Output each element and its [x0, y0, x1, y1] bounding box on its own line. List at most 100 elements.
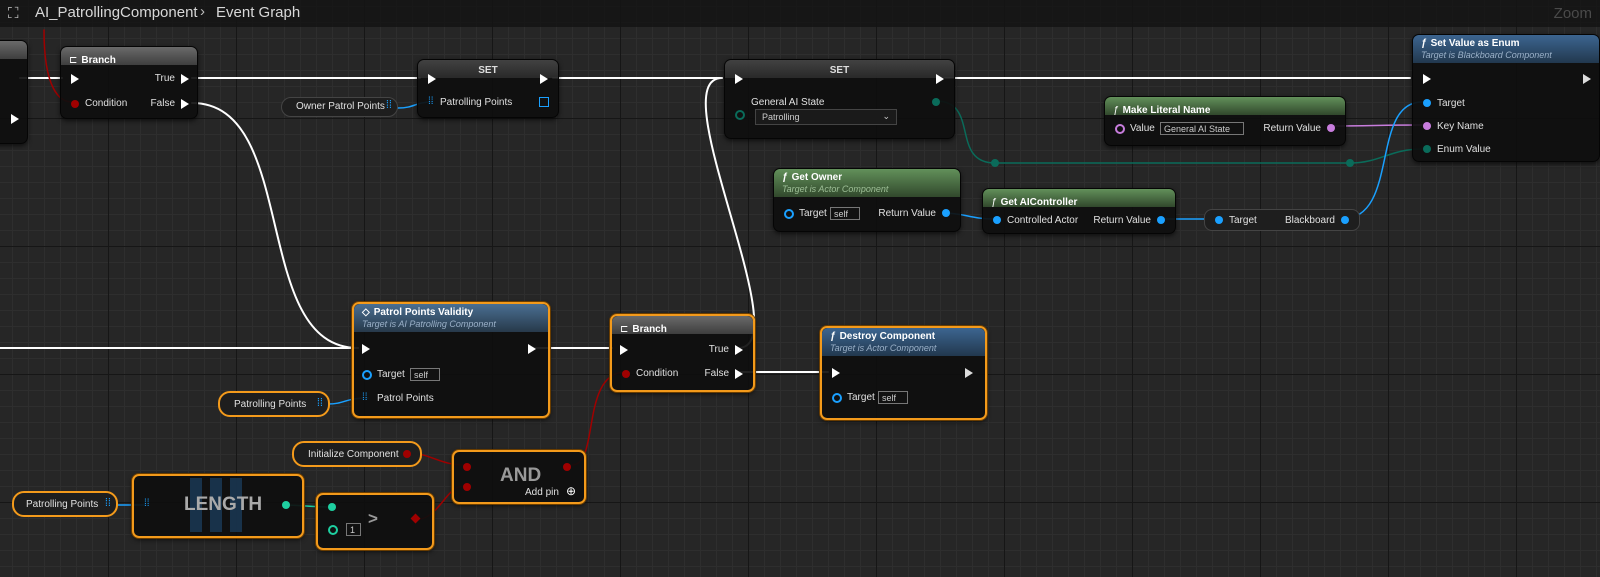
exec-out-pin[interactable] — [528, 344, 536, 354]
patrolling-points-variable-1[interactable]: Patrolling Points ⁞⁞ — [218, 391, 330, 417]
compare-value-field[interactable]: 1 — [346, 523, 361, 536]
key-name-pin[interactable] — [1423, 122, 1431, 130]
wire-reroute — [991, 159, 999, 167]
object-out-pin[interactable] — [942, 209, 950, 217]
breadcrumb-blueprint[interactable]: AI_PatrollingComponent — [35, 4, 198, 21]
int-out-pin[interactable] — [282, 501, 290, 509]
wire-reroute — [1346, 159, 1354, 167]
initialize-component-variable[interactable]: Initialize Component — [292, 441, 422, 467]
exec-out-pin[interactable] — [540, 74, 548, 84]
operator-label: > — [368, 509, 378, 528]
compare-value: 1 — [350, 525, 356, 535]
exec-in-pin[interactable] — [620, 345, 628, 355]
exec-in-pin[interactable] — [71, 74, 79, 84]
patrolling-points-variable-2[interactable]: Patrolling Points ⁞⁞ — [12, 491, 118, 517]
target-pin[interactable] — [1423, 99, 1431, 107]
name-out-pin[interactable] — [1327, 124, 1335, 132]
patrol-points-validity-node[interactable]: ◇Patrol Points Validity Target is AI Pat… — [352, 302, 550, 418]
true-exec-pin[interactable] — [181, 74, 189, 84]
condition-label: Condition — [636, 368, 679, 379]
target-pin[interactable] — [362, 370, 372, 380]
condition-pin[interactable] — [71, 100, 79, 108]
enum-in-pin[interactable] — [735, 110, 745, 120]
greater-than-node[interactable]: 1 > — [316, 493, 434, 550]
offscreen-node[interactable] — [0, 40, 28, 144]
exec-in-pin[interactable] — [832, 368, 840, 378]
array-grid-icon[interactable]: ⁞⁞ — [362, 392, 368, 403]
function-icon: ƒ — [830, 331, 836, 342]
exec-in-pin[interactable] — [428, 74, 436, 84]
self-text: self — [882, 393, 897, 403]
target-self-field[interactable]: self — [830, 207, 860, 220]
array-grid-icon — [190, 478, 246, 532]
target-pin[interactable] — [784, 209, 794, 219]
exec-out-pin[interactable] — [965, 368, 973, 378]
controlled-actor-pin[interactable] — [993, 216, 1001, 224]
variable-label: Patrolling Points — [234, 399, 307, 410]
ai-state-dropdown[interactable]: Patrolling ⌄ — [755, 109, 897, 125]
enum-value-pin[interactable] — [1423, 145, 1431, 153]
blueprint-graph-icon: ⛶ — [8, 5, 19, 22]
int-in-pin-a[interactable] — [328, 503, 336, 511]
false-label: False — [704, 368, 729, 379]
value-field[interactable]: General AI State — [1160, 122, 1244, 135]
object-out-pin[interactable] — [1157, 216, 1165, 224]
enum-out-pin[interactable] — [932, 98, 940, 106]
return-value-label: Return Value — [1093, 215, 1151, 226]
target-pin[interactable] — [832, 393, 842, 403]
bool-out-pin[interactable] — [563, 463, 571, 471]
target-label: Target — [1229, 215, 1257, 226]
node-title: Set Value as Enum — [1430, 38, 1520, 49]
patrolling-points-label: Patrolling Points — [440, 97, 513, 108]
target-pin[interactable] — [1215, 216, 1223, 224]
set-general-ai-state-node[interactable]: SET General AI State Patrolling ⌄ — [724, 59, 955, 139]
blackboard-out-pin[interactable] — [1341, 216, 1349, 224]
bool-out-pin[interactable] — [403, 450, 411, 458]
bool-in-pin-b[interactable] — [463, 483, 471, 491]
array-grid-icon: ⁞⁞ — [104, 497, 111, 509]
enum-value-label: Enum Value — [1437, 144, 1491, 155]
int-in-pin-b[interactable] — [328, 525, 338, 535]
length-node[interactable]: LENGTH ⁞⁞ — [132, 474, 304, 538]
exec-out-pin[interactable] — [936, 74, 944, 84]
set-patrolling-points-node[interactable]: SET ⁞⁞ Patrolling Points — [417, 59, 559, 118]
function-icon: ƒ — [1421, 38, 1427, 49]
value-pin[interactable] — [1115, 124, 1125, 134]
chevron-down-icon: ⌄ — [882, 111, 890, 121]
branch-node-1[interactable]: ⊏Branch True Condition False — [60, 46, 198, 119]
target-self-field[interactable]: self — [878, 391, 908, 404]
branch-icon: ⊏ — [69, 55, 78, 66]
add-pin-icon[interactable]: ⊕ — [566, 484, 577, 498]
branch-node-2[interactable]: ⊏Branch True Condition False — [610, 314, 755, 392]
array-grid-icon[interactable]: ⁞⁞ — [144, 498, 150, 509]
add-pin-label[interactable]: Add pin — [525, 487, 559, 498]
blackboard-label: Blackboard — [1284, 215, 1335, 226]
array-out-icon[interactable] — [539, 97, 549, 107]
true-exec-pin[interactable] — [735, 345, 743, 355]
bool-in-pin-a[interactable] — [463, 463, 471, 471]
key-name-label: Key Name — [1437, 121, 1484, 132]
false-exec-pin[interactable] — [181, 99, 189, 109]
node-subtitle: Target is Actor Component — [782, 184, 889, 194]
and-node[interactable]: AND Add pin ⊕ — [452, 450, 586, 504]
breadcrumb-graph[interactable]: Event Graph — [216, 4, 301, 21]
bool-out-pin[interactable] — [410, 513, 421, 524]
target-self-field[interactable]: self — [410, 368, 440, 381]
exec-in-pin[interactable] — [1423, 74, 1431, 84]
false-exec-pin[interactable] — [735, 369, 743, 379]
condition-pin[interactable] — [622, 370, 630, 378]
get-blackboard-node[interactable]: Target Blackboard — [1204, 209, 1360, 231]
exec-in-pin[interactable] — [735, 74, 743, 84]
owner-patrol-points-node[interactable]: Owner Patrol Points ⁞⁞ — [281, 97, 398, 117]
true-label: True — [708, 344, 729, 355]
exec-out-pin[interactable] — [1583, 74, 1591, 84]
exec-in-pin[interactable] — [362, 344, 370, 354]
zoom-label: Zoom — [1553, 5, 1592, 22]
exec-out-pin[interactable] — [11, 114, 19, 124]
target-label: Target — [1437, 98, 1465, 109]
